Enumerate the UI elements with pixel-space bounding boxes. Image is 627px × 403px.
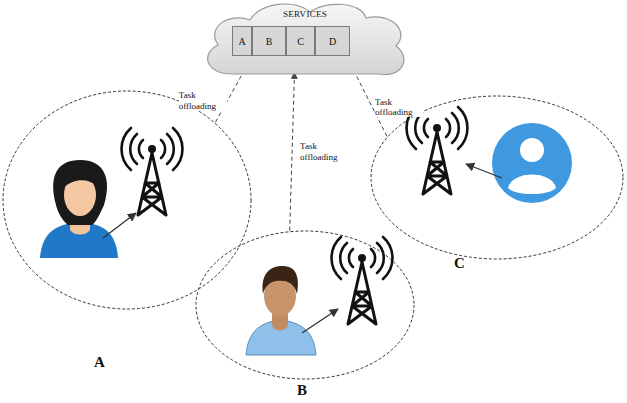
link-arrow [466,164,502,178]
cloud-title: SERVICES [200,9,410,19]
region-label: A [94,354,105,371]
user-icon [492,123,572,203]
service-cell: D [315,26,350,56]
coverage-region: A [2,90,252,310]
cell-tower [122,128,183,215]
man-user [246,266,316,355]
region-outline [195,230,415,380]
region-outline [370,95,624,260]
service-cell: B [252,26,286,56]
edge-label: Task offloading [375,97,423,118]
edge-label: Task offloading [300,141,348,162]
edge-label: Task offloading [179,90,227,111]
dashed-ellipse [196,231,414,379]
offload-connector [290,73,295,231]
woman-user [40,160,118,258]
coverage-region: C [370,95,624,260]
cell-label: A [238,36,245,47]
link-arrow [302,309,338,333]
cell-label: C [297,36,304,47]
cell-label: D [329,36,336,47]
region-label: C [454,255,465,272]
cell-tower [407,107,468,194]
service-cell: A [232,26,252,56]
dashed-ellipse [371,96,623,259]
cell-tower [332,237,393,324]
region-outline [2,90,252,310]
dashed-ellipse [3,91,251,309]
link-arrow [103,213,136,238]
service-cell: C [286,26,315,56]
region-label: B [297,382,307,399]
service-cloud: SERVICES A B C D [200,0,410,78]
cell-label: B [266,36,273,47]
coverage-region: B [195,230,415,380]
